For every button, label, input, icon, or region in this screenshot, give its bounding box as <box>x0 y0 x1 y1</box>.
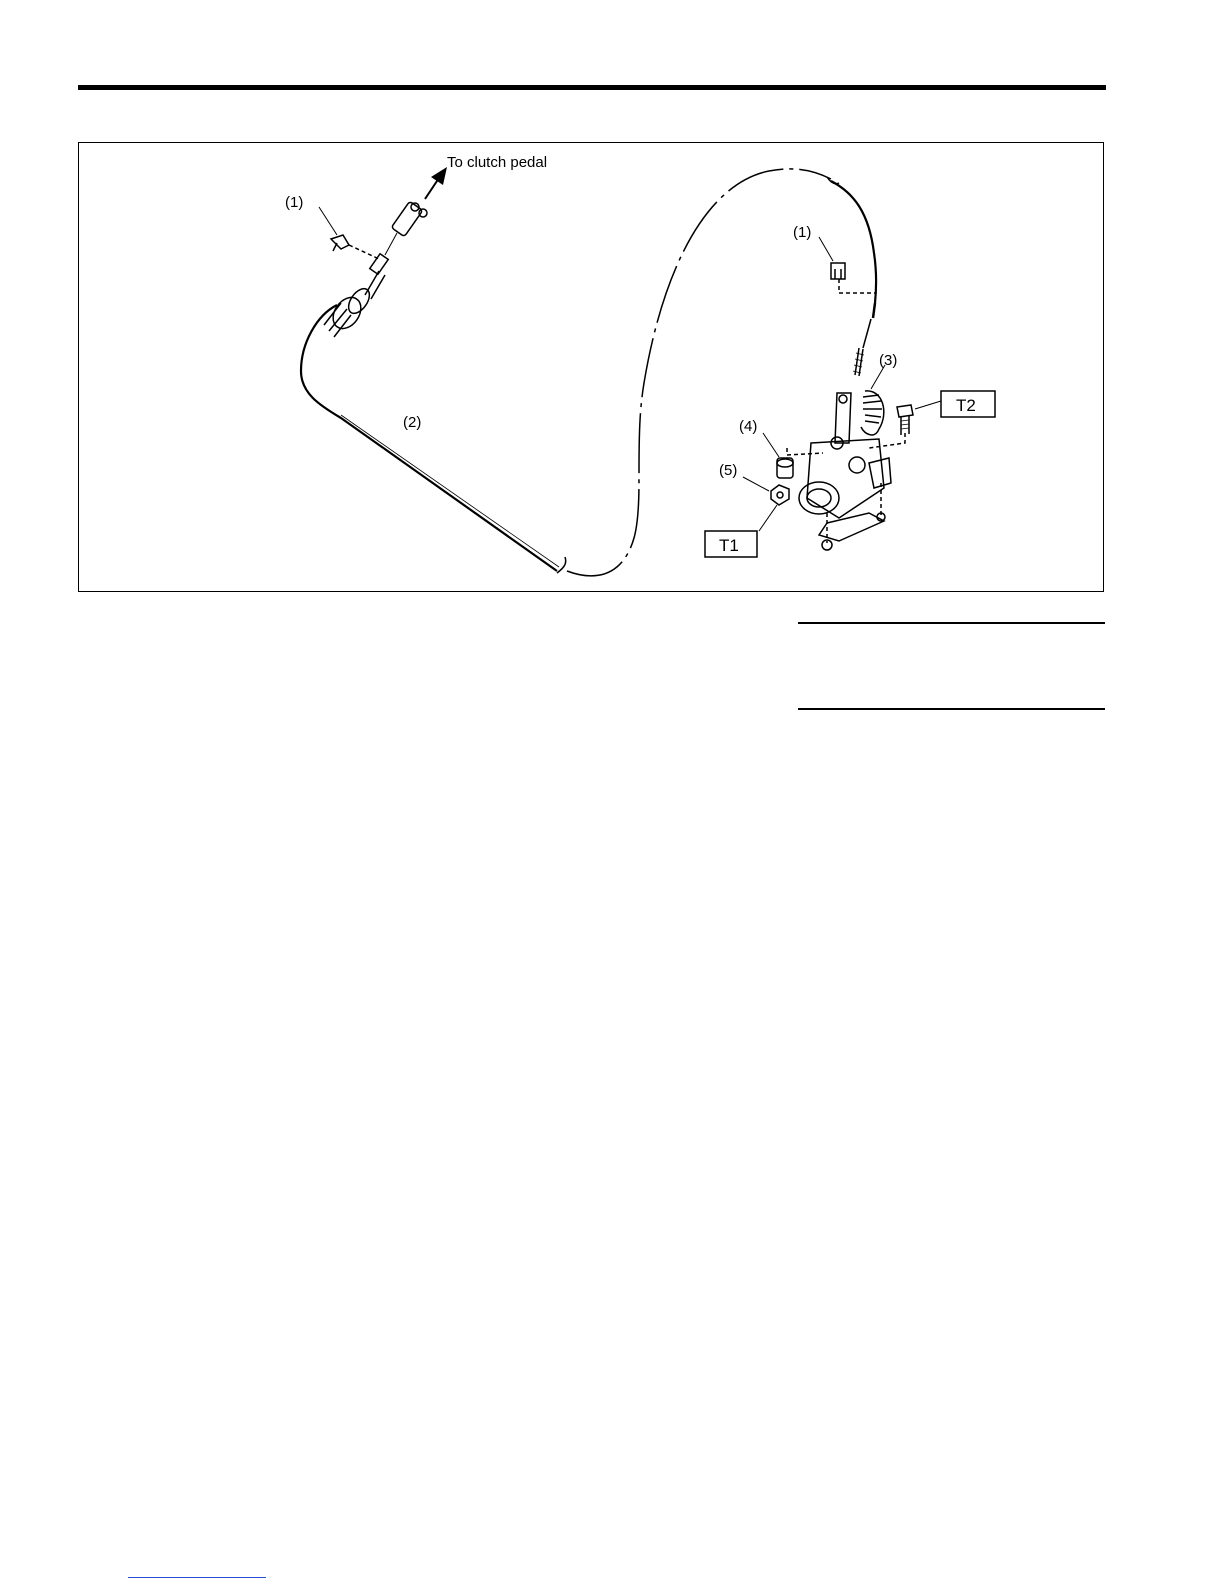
header-rule <box>78 85 1106 90</box>
clutch-cable <box>301 305 557 571</box>
pedal-clevis <box>391 201 427 236</box>
callout-lever: (3) <box>879 352 897 369</box>
note-rule-top <box>798 622 1105 624</box>
clutch-cable-figure: (1) (1) (2) (3) (4) (5) To clutch pedal … <box>78 142 1104 592</box>
callout-nut: (5) <box>719 462 737 479</box>
cable-routing-line <box>567 169 831 576</box>
arrow-to-pedal-icon <box>431 167 447 185</box>
callout-clip-left: (1) <box>285 194 303 211</box>
release-housing <box>799 437 891 550</box>
mounting-bolt <box>897 405 913 435</box>
torque-label-t1: T1 <box>719 536 739 555</box>
callout-clip-right: (1) <box>793 224 811 241</box>
torque-label-t2: T2 <box>956 396 976 415</box>
release-lever <box>835 391 884 443</box>
bushing <box>777 458 793 478</box>
clutch-cable-illustration: (1) (1) (2) (3) (4) (5) To clutch pedal … <box>79 143 1105 593</box>
to-clutch-pedal-label: To clutch pedal <box>447 154 547 171</box>
nut <box>771 485 789 505</box>
callout-bushing: (4) <box>739 418 757 435</box>
clip-right <box>831 263 875 293</box>
clip-left <box>331 235 379 259</box>
footer-link-underline[interactable] <box>128 1577 266 1578</box>
callout-cable: (2) <box>403 414 421 431</box>
note-rule-bottom <box>798 708 1105 710</box>
